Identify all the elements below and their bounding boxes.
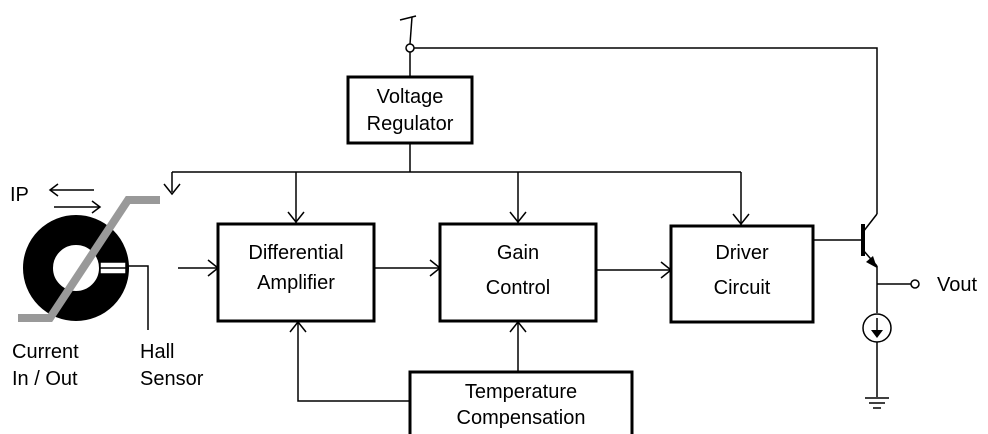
current-direction-arrows <box>48 183 102 214</box>
gain-control-block: Gain Control <box>438 222 598 323</box>
hall-sensor-lead <box>126 265 149 330</box>
differential-amplifier-line2: Amplifier <box>257 272 335 294</box>
hall-label-line1: Hall <box>140 341 174 363</box>
output-transistor <box>813 213 878 268</box>
ip-label: IP <box>10 184 29 206</box>
vout-terminal <box>910 279 920 289</box>
temperature-compensation-line1: Temperature <box>465 381 577 403</box>
hall-sensor-assembly <box>18 183 160 330</box>
temperature-compensation-line2: Compensation <box>457 407 586 429</box>
voltage-regulator-block: Voltage Regulator <box>346 75 474 145</box>
supply-input <box>399 15 417 53</box>
supply-rail <box>414 47 878 214</box>
vout-label: Vout <box>937 274 977 296</box>
current-conductor <box>18 196 160 322</box>
differential-amplifier-block: Differential Amplifier <box>216 222 376 323</box>
hall-label-line2: Sensor <box>140 368 204 390</box>
driver-circuit-block: Driver Circuit <box>669 224 815 324</box>
temperature-compensation-block: Temperature Compensation <box>408 370 634 434</box>
driver-circuit-line1: Driver <box>715 242 769 264</box>
current-label-line2: In / Out <box>12 368 78 390</box>
current-label-line1: Current <box>12 341 79 363</box>
current-sink-symbol <box>862 313 892 343</box>
ground-symbol <box>865 397 889 409</box>
voltage-regulator-line1: Voltage <box>377 86 444 108</box>
differential-amplifier-line1: Differential <box>248 242 343 264</box>
gain-control-line2: Control <box>486 277 550 299</box>
driver-circuit-line2: Circuit <box>714 277 771 299</box>
regulated-supply-bus <box>163 143 750 226</box>
gain-control-line1: Gain <box>497 242 539 264</box>
supply-node <box>405 43 415 53</box>
tempcomp-to-amp <box>297 322 410 402</box>
voltage-regulator-line2: Regulator <box>367 113 454 135</box>
